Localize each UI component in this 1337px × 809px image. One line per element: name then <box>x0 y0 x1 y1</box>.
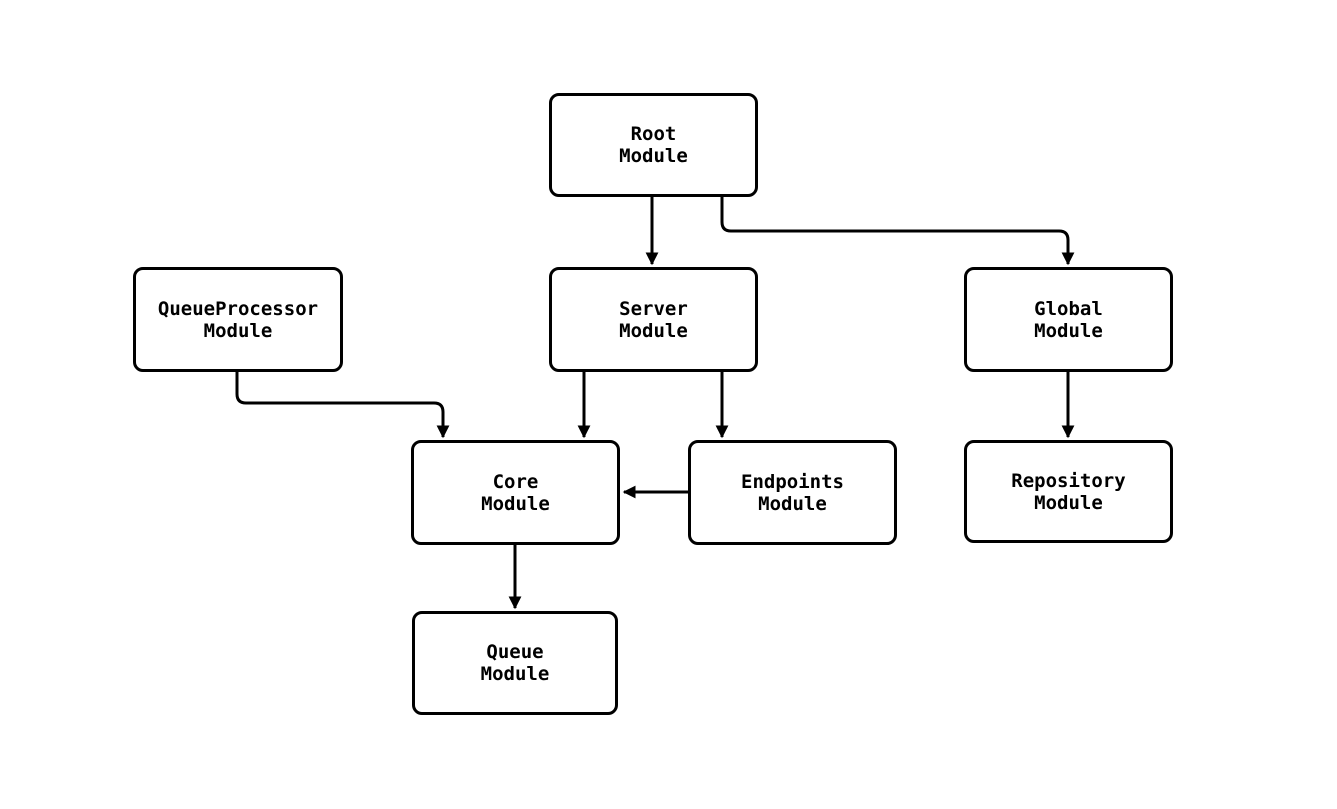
node-label-line: QueueProcessor <box>157 297 319 320</box>
edge-root-to-global <box>720 197 1075 266</box>
node-label-line: Root <box>630 123 677 145</box>
node-label-line: Module <box>758 492 827 515</box>
node-label-line: Core <box>492 470 539 493</box>
edge-queueprocessor-to-core <box>235 372 450 439</box>
node-label-line: Server <box>619 297 688 320</box>
node-label-line: Module <box>480 663 550 685</box>
node-label-line: Module <box>1034 319 1103 342</box>
node-label-line: Module <box>481 492 550 515</box>
node-label-line: Endpoints <box>741 470 844 493</box>
node-label-line: Repository <box>1011 469 1126 492</box>
node-label-line: Module <box>1034 491 1103 514</box>
node-label-line: Module <box>203 319 273 342</box>
node-label-line: Module <box>619 319 688 342</box>
edges-group <box>235 197 1075 610</box>
node-label-line: Global <box>1034 297 1103 320</box>
node-label-line: Queue <box>486 641 544 663</box>
node-label-line: Module <box>619 145 688 167</box>
